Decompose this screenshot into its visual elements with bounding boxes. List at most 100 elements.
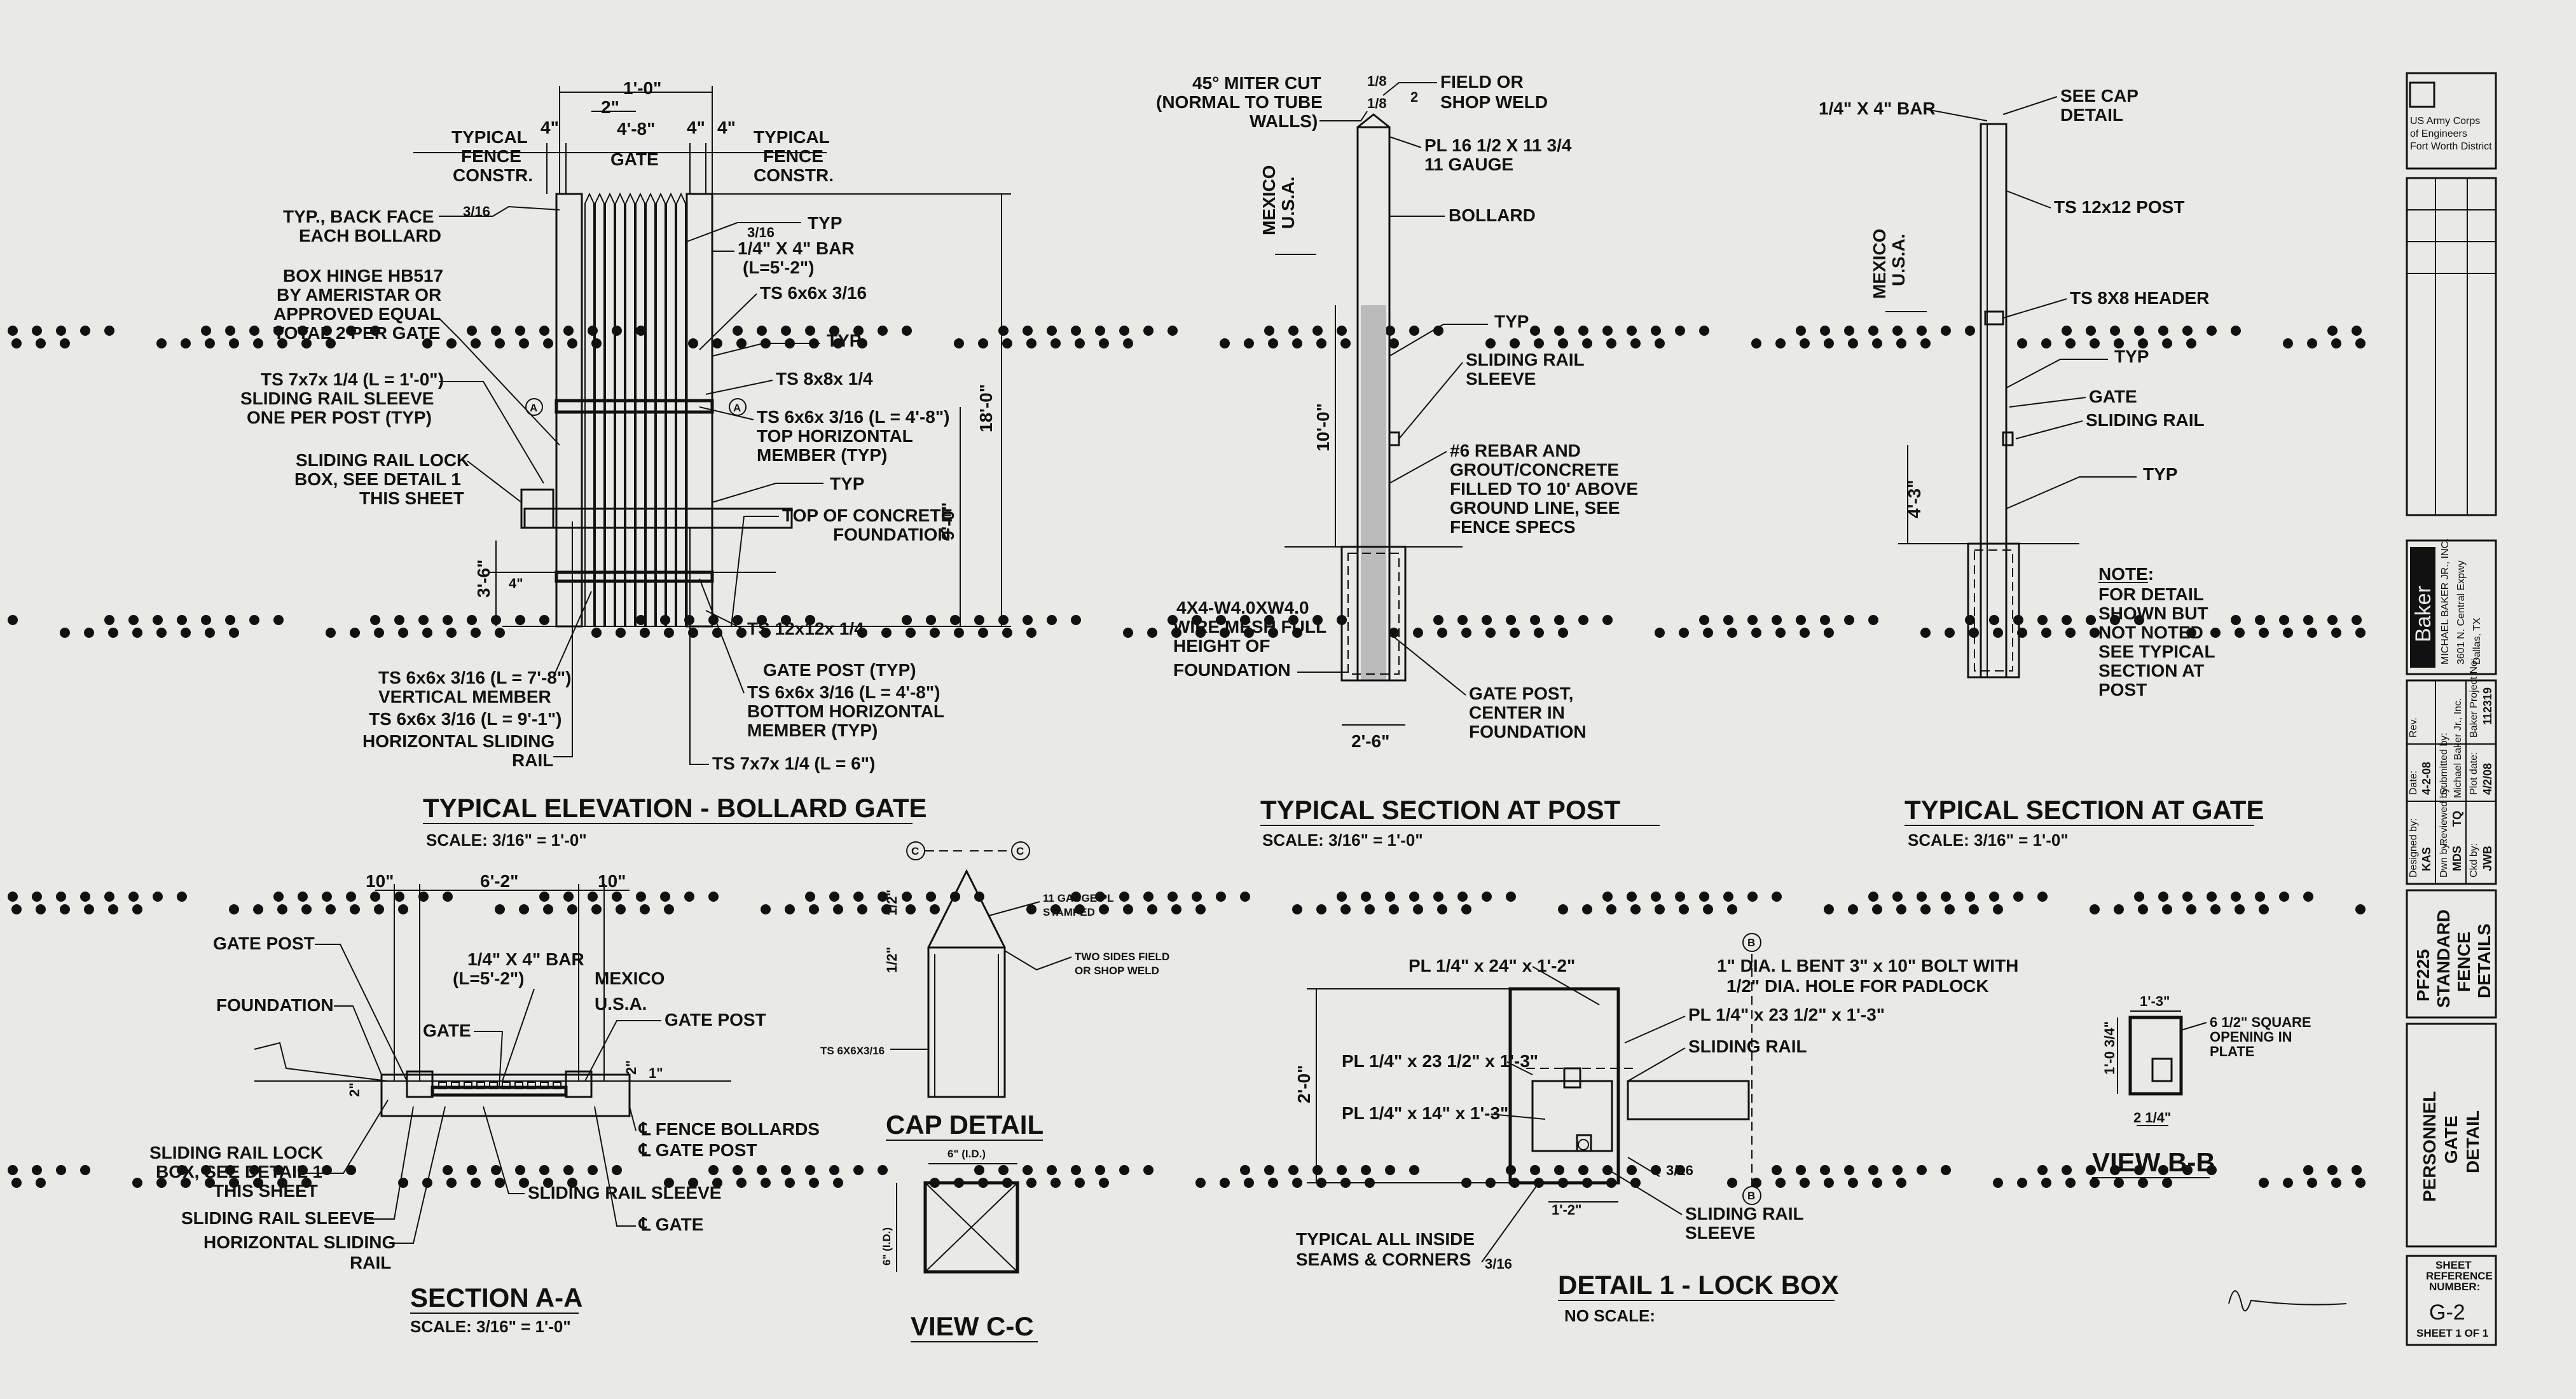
perforation-hole <box>2255 892 2265 902</box>
perforation-hole <box>277 1178 287 1188</box>
svg-text:MEXICO: MEXICO <box>1259 165 1279 235</box>
perforation-hole <box>567 904 577 914</box>
perforation-hole <box>588 892 598 902</box>
perforation-hole <box>736 628 747 638</box>
perforation-hole <box>974 1165 984 1175</box>
perforation-holes <box>8 326 2366 1188</box>
perforation-hole <box>926 892 936 902</box>
aa-bar <box>464 1082 472 1089</box>
perforation-hole <box>2114 1178 2124 1188</box>
perforation-hole <box>1167 892 1178 902</box>
perforation-hole <box>253 338 263 348</box>
perforation-hole <box>1554 615 1564 625</box>
perforation-hole <box>273 615 284 625</box>
perforation-hole <box>2331 338 2341 348</box>
perforation-hole <box>539 326 549 336</box>
dim-2in: 2" <box>601 97 619 117</box>
perforation-hole <box>1220 338 1230 348</box>
perforation-hole <box>1026 338 1037 348</box>
perforation-hole <box>1050 904 1061 914</box>
perforation-hole <box>785 1178 795 1188</box>
svg-text:6" (I.D.): 6" (I.D.) <box>881 1227 893 1265</box>
perforation-hole <box>1920 904 1931 914</box>
perforation-hole <box>1892 1165 1903 1175</box>
svg-text:GATE: GATE <box>2089 387 2137 406</box>
perforation-hole <box>1095 892 1105 902</box>
perforation-hole <box>84 904 94 914</box>
fence-right-3: CONSTR. <box>754 165 834 185</box>
svg-text:11 GAUGE PL: 11 GAUGE PL <box>1043 892 1113 904</box>
svg-text:SECTION AT: SECTION AT <box>2098 661 2204 680</box>
perforation-hole <box>229 338 239 348</box>
perforation-hole <box>1796 326 1806 336</box>
perforation-hole <box>153 892 163 902</box>
perforation-hole <box>1651 892 1661 902</box>
perforation-hole <box>2210 904 2221 914</box>
perforation-hole <box>1675 892 1685 902</box>
perforation-hole <box>1385 892 1395 902</box>
svg-text:GATE POST (TYP): GATE POST (TYP) <box>763 660 916 680</box>
perforation-hole <box>205 338 215 348</box>
perforation-hole <box>1216 615 1226 625</box>
perforation-hole <box>1578 615 1588 625</box>
svg-text:Ckd by:: Ckd by: <box>2469 843 2479 878</box>
perforation-hole <box>229 1178 239 1188</box>
perforation-hole <box>467 1165 477 1175</box>
perforation-hole <box>1872 904 1882 914</box>
perforation-hole <box>519 904 529 914</box>
perforation-hole <box>1800 628 1810 638</box>
perforation-hole <box>467 615 477 625</box>
perforation-hole <box>2090 338 2100 348</box>
perforation-hole <box>664 1178 674 1188</box>
perforation-hole <box>1554 1165 1564 1175</box>
svg-text:1'-2": 1'-2" <box>1552 1202 1581 1218</box>
svg-text:TS 6X6X3/16: TS 6X6X3/16 <box>820 1045 885 1057</box>
svg-text:2": 2" <box>623 1060 639 1075</box>
perforation-hole <box>1123 904 1133 914</box>
perforation-hole <box>857 338 867 348</box>
svg-text:1" DIA. L BENT 3" x 10" BOLT W: 1" DIA. L BENT 3" x 10" BOLT WITH <box>1717 956 2018 975</box>
perforation-hole <box>2231 326 2241 336</box>
perforation-hole <box>1920 338 1931 348</box>
perforation-hole <box>2114 904 2124 914</box>
perforation-hole <box>1437 904 1447 914</box>
perforation-hole <box>11 1178 22 1188</box>
perforation-hole <box>2017 1178 2027 1188</box>
svg-text:PL 1/4" x 24" x 1'-2": PL 1/4" x 24" x 1'-2" <box>1409 956 1575 975</box>
perforation-hole <box>636 326 646 336</box>
perforation-hole <box>1240 1165 1250 1175</box>
perforation-hole <box>1047 615 1057 625</box>
perforation-hole <box>591 904 602 914</box>
perforation-hole <box>708 1165 719 1175</box>
svg-text:WALLS): WALLS) <box>1250 111 1318 131</box>
svg-text:TYP: TYP <box>808 213 842 233</box>
svg-text:3/16: 3/16 <box>747 224 775 240</box>
perforation-hole <box>616 628 626 638</box>
perforation-hole <box>8 1165 18 1175</box>
svg-text:TYPICAL ALL INSIDE: TYPICAL ALL INSIDE <box>1296 1229 1475 1249</box>
bb-plate <box>2128 1016 2183 1096</box>
section-aa: 10" 6'-2" 10" GATE POST 1/4" X 4" BAR (L… <box>149 871 820 1336</box>
perforation-hole <box>156 1178 167 1188</box>
perforation-hole <box>1941 892 1951 902</box>
perforation-hole <box>833 338 843 348</box>
perforation-hole <box>1751 628 1761 638</box>
perforation-hole <box>2162 904 2172 914</box>
svg-text:BOX HINGE HB517: BOX HINGE HB517 <box>283 266 443 286</box>
perforation-hole <box>2037 1165 2048 1175</box>
perforation-hole <box>1558 628 1568 638</box>
perforation-hole <box>1316 904 1326 914</box>
perforation-hole <box>205 1178 215 1188</box>
svg-text:B: B <box>1747 937 1755 949</box>
perforation-hole <box>422 338 432 348</box>
cap-detail: C C 11 GAUGE PL STAMPED TWO SIDES FIELD … <box>820 841 1169 1141</box>
post-title: TYPICAL SECTION AT POST <box>1260 795 1621 825</box>
perforation-hole <box>1244 1178 1254 1188</box>
perforation-hole <box>1026 1178 1037 1188</box>
perforation-hole <box>1143 1165 1154 1175</box>
svg-text:GATE POST: GATE POST <box>213 934 315 953</box>
svg-text:WIRE MESH FULL: WIRE MESH FULL <box>1173 617 1326 637</box>
dim-4in-c: 4" <box>717 118 736 137</box>
perforation-hole <box>1506 615 1516 625</box>
gate-picket <box>645 192 656 626</box>
